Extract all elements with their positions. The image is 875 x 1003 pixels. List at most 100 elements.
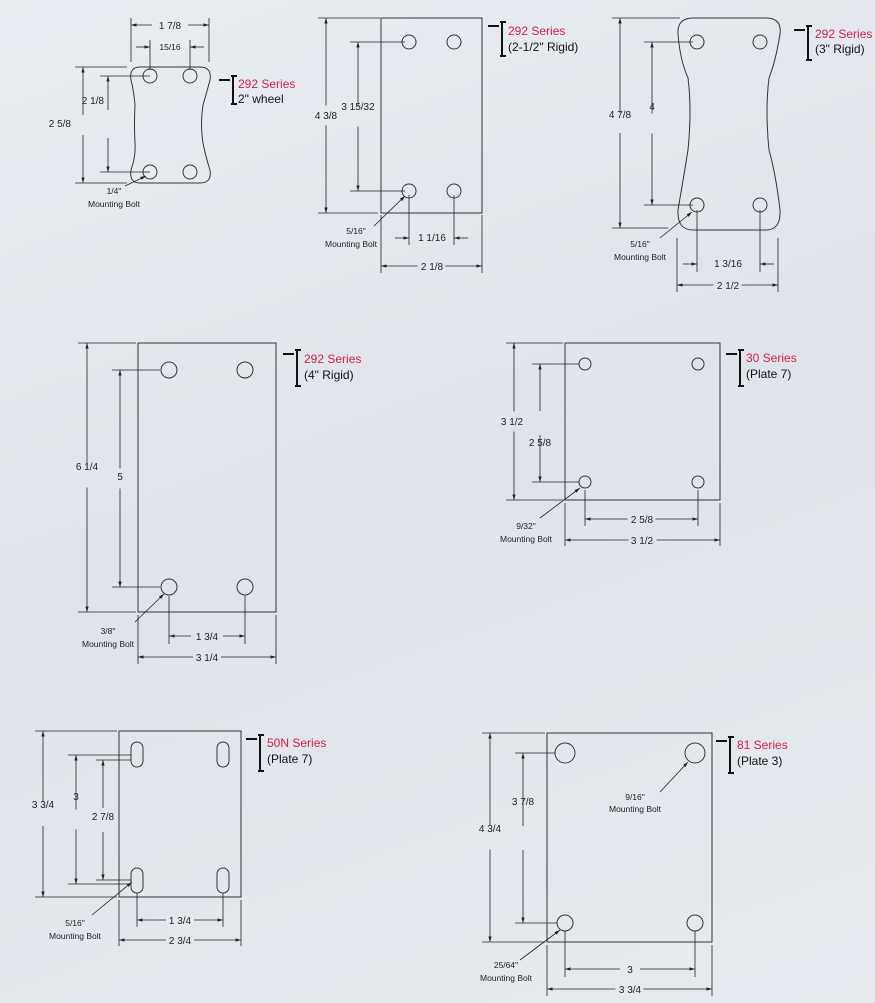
overall-height-label: 4 3/8 [315,111,338,122]
overall-width-label: 3 3/4 [619,985,642,996]
bolt-label: Mounting Bolt [325,239,378,249]
bolt-leader-arrow [124,175,147,187]
bolt-label: Mounting Bolt [614,252,667,262]
plate-outline [546,732,713,943]
hole-height-label: 3 15/32 [341,102,375,113]
plate-outline [564,342,721,501]
series-subtitle: (Plate 7) [267,752,312,766]
overall-width-label: 1 7/8 [159,21,182,32]
overall-height-label: 4 3/4 [479,824,502,835]
mounting-hole [160,578,178,596]
plate-50n-series: 3 3/4 3 2 7/8 1 3/4 2 3/4 50N Series (Pl… [32,736,327,947]
plate-292-2-5in-rigid: 4 3/8 3 15/32 1 1/16 2 1/8 292 Series (2… [315,24,578,273]
mounting-hole [752,197,768,213]
hole-height-label: 5 [117,472,123,483]
bolt-leader-arrow [659,211,693,239]
bolt-label-2: Mounting Bolt [609,804,662,814]
label-bracket [794,25,812,61]
series-title: 292 Series [508,24,565,38]
plate-outline [380,17,483,214]
overall-width-label: 2 1/2 [717,281,740,292]
hole-height-2-label: 2 7/8 [92,812,115,823]
overall-height-label: 6 1/4 [76,462,99,473]
hole-width-label: 1 3/16 [714,259,742,270]
bolt-size: 5/16" [346,226,366,236]
overall-height-label: 3 3/4 [32,800,55,811]
label-bracket [283,349,301,387]
bolt-leader-arrow [519,929,561,961]
hole-width-label: 1 3/4 [169,916,192,927]
bolt-leader-arrow [539,487,581,519]
plate-292-2in-wheel: 1 7/8 15/16 2 5/8 2 1/8 292 Series 2" wh… [49,21,296,209]
hole-height-label: 3 7/8 [512,797,535,808]
mounting-slot [216,741,230,768]
label-bracket [726,349,744,387]
hole-width-label: 1 3/4 [196,632,219,643]
series-subtitle: (2-1/2" Rigid) [508,40,578,54]
hole-height-label: 2 5/8 [529,438,552,449]
mounting-hole [160,361,178,379]
bolt-size: 5/16" [630,239,650,249]
bolt-label: Mounting Bolt [88,199,141,209]
mounting-hole [578,357,592,371]
mounting-hole [686,914,704,932]
series-subtitle: (Plate 7) [746,367,791,381]
bolt-leader-arrow [659,761,689,793]
bolt-label: Mounting Bolt [49,931,102,941]
series-title: 292 Series [238,77,295,91]
series-title: 81 Series [737,738,788,752]
plate-outline [130,66,211,184]
bolt-leader-arrow [91,881,133,916]
plate-outline [118,730,242,898]
label-bracket [488,21,506,57]
plate-292-3in-rigid: 4 7/8 4 1 3/16 2 1/2 292 Series (3" Rigi… [609,27,873,292]
mounting-hole [556,914,574,932]
mounting-hole [691,475,705,489]
hole-height-label: 4 [649,102,655,113]
bolt-size: 1/4" [107,186,122,196]
bolt-size: 25/64" [494,960,518,970]
series-subtitle: 2" wheel [238,92,284,106]
mounting-hole [691,357,705,371]
hole-height-label: 2 1/8 [82,96,105,107]
bolt-size: 9/32" [516,521,536,531]
bolt-label: Mounting Bolt [500,534,553,544]
series-title: 292 Series [304,352,361,366]
bolt-label: Mounting Bolt [82,639,135,649]
mounting-hole [446,34,462,50]
plate-outline [137,342,277,613]
bolt-leader-arrow [373,195,406,227]
hole-height-label: 3 [73,792,79,803]
mounting-hole [236,578,254,596]
mounting-slot [130,867,144,894]
mounting-hole [554,742,576,764]
bolt-leader-arrow [134,593,165,623]
bolt-size-2: 9/16" [625,792,645,802]
mounting-hole [578,475,592,489]
plate-30-series: 3 1/2 2 5/8 2 5/8 3 1/2 30 Series (Plate… [500,351,797,547]
overall-height-label: 3 1/2 [501,417,524,428]
series-subtitle: (3" Rigid) [815,42,865,56]
mounting-hole [182,68,198,84]
label-bracket [219,75,237,105]
bolt-size: 5/16" [65,918,85,928]
mounting-hole [236,361,254,379]
hole-width-label: 15/16 [159,42,181,52]
overall-width-label: 3 1/4 [196,653,219,664]
overall-width-label: 3 1/2 [631,536,654,547]
series-subtitle: (4" Rigid) [304,368,354,382]
series-subtitle: (Plate 3) [737,754,782,768]
hole-width-label: 3 [627,965,633,976]
series-title: 50N Series [267,736,326,750]
plate-outline [677,17,781,231]
overall-width-label: 2 3/4 [169,936,192,947]
hole-width-label: 1 1/16 [418,233,446,244]
overall-height-label: 4 7/8 [609,110,632,121]
series-title: 30 Series [746,351,797,365]
mounting-hole [752,34,768,50]
series-title: 292 Series [815,27,872,41]
bolt-size: 3/8" [101,626,116,636]
plate-292-4in-rigid: 6 1/4 5 1 3/4 3 1/4 292 Series (4" Rigid… [76,352,362,664]
mounting-slot [216,867,230,894]
mounting-slot [130,741,144,768]
